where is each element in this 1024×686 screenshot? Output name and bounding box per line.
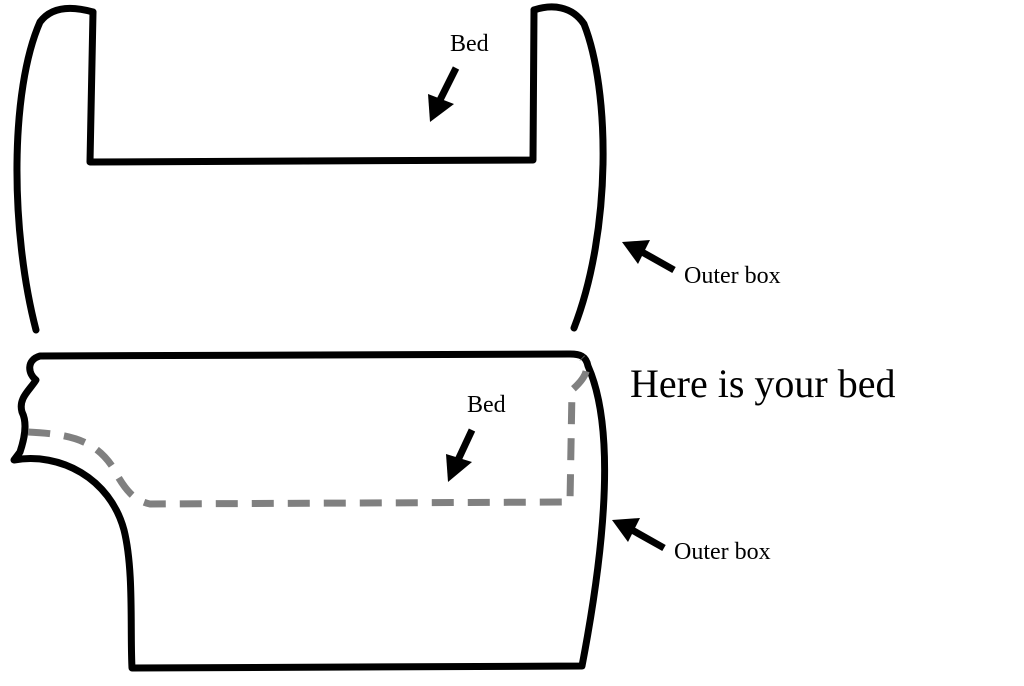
top-outer-box-arrow	[622, 240, 676, 274]
bottom-outer-box-label: Outer box	[674, 539, 771, 565]
bottom-title: Here is your bed	[630, 361, 896, 406]
top-outer-box-left-wall	[13, 4, 97, 334]
bottom-bed-label: Bed	[467, 392, 506, 418]
top-outer-box	[13, 3, 607, 334]
top-bed-label: Bed	[450, 31, 489, 57]
bottom-outer-box	[10, 350, 609, 672]
bottom-outer-box-arrow	[612, 518, 666, 552]
top-outer-box-right-wall	[530, 3, 607, 332]
top-outer-box-label: Outer box	[684, 263, 781, 289]
top-bed-arrow	[428, 66, 460, 122]
bottom-outer-box-outline	[10, 350, 609, 672]
top-bed-outline	[86, 6, 538, 166]
bottom-bed-arrow	[446, 428, 476, 482]
bottom-bed-dashed-outline	[27, 355, 591, 508]
top-bed	[86, 6, 538, 166]
bottom-bed	[27, 355, 591, 508]
